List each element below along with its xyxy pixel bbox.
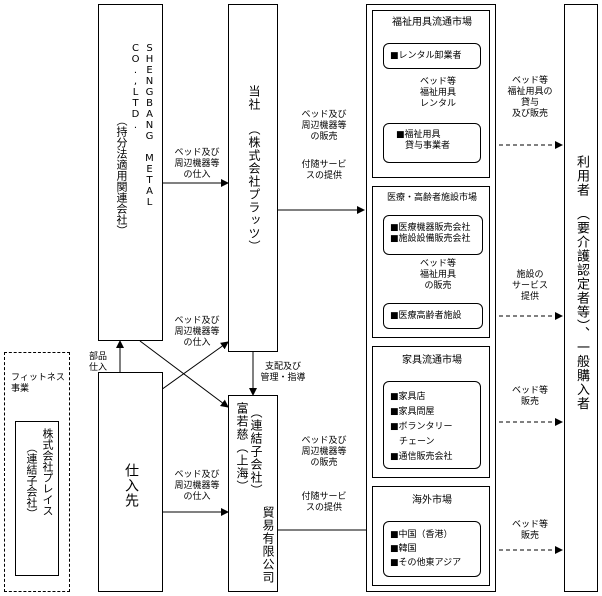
place-company-name: 株式会社プレイス: [41, 428, 54, 516]
fuju-name-line2: （連結子会社）: [249, 406, 263, 497]
overseas-market-title: 海外市場: [412, 495, 452, 506]
plats-box: 当社 （株式会社プラッツ）: [228, 4, 278, 352]
label-buy-mid: ベッド及び 周辺機器等 の仕入: [174, 316, 220, 348]
shiiresaki-box: 仕入先: [98, 372, 163, 592]
furniture-market-title: 家具流通市場: [402, 355, 462, 366]
medical-sales-label: ベッド等 福祉用具 の販売: [419, 259, 456, 291]
label-to-user-overseas: ベッド等 販売: [511, 520, 548, 541]
place-company-box: 株式会社プレイス （連結子会社）: [15, 421, 59, 576]
shengbang-box: SHENGBANG METAL CO.,LTD. （持分法適用関連会社）: [98, 4, 163, 341]
overseas-market-box: 海外市場 ■中国（香港） ■韓国 ■その他東アジア: [372, 486, 490, 586]
welfare-rental-label: ベッド等 福祉用具 レンタル: [419, 77, 456, 109]
label-service-top: 付随サービ スの提供: [301, 160, 347, 181]
users-name-line1: 利用者: [574, 155, 589, 197]
label-to-user-medical: 施設の サービス 提供: [511, 270, 548, 302]
label-service-bottom: 付随サービ スの提供: [301, 492, 347, 513]
users-name-line2: （要介護認定者等）、一般購入者: [574, 207, 589, 411]
label-buy-top: ベッド及び 周辺機器等 の仕入: [174, 148, 220, 180]
medical-sellers-box: ■医療機器販売会社 ■施設設備販売会社: [383, 215, 483, 255]
fuju-box: 富若慈（上海） （連結子会社） 貿易有限公司: [228, 395, 278, 592]
label-buy-bottom: ベッド及び 周辺機器等 の仕入: [174, 470, 220, 502]
place-company-type: （連結子会社）: [25, 442, 38, 519]
welfare-market-title: 福祉用具流通市場: [392, 17, 472, 28]
overseas-regions-box: ■中国（香港） ■韓国 ■その他東アジア: [383, 521, 481, 577]
welfare-lender-box: ■福祉用具 貸与事業者: [383, 123, 481, 163]
fitness-segment-title: フィットネス事業: [11, 373, 65, 394]
welfare-market-box: 福祉用具流通市場 ■レンタル卸業者 ベッド等 福祉用具 レンタル ■福祉用具 貸…: [372, 10, 490, 178]
shengbang-name-line1: SHENGBANG METAL: [144, 43, 155, 208]
users-box: 利用者 （要介護認定者等）、一般購入者: [564, 4, 598, 592]
label-parts: 部品 仕入: [88, 352, 107, 373]
medical-market-title: 医療・高齢者施設市場: [386, 193, 477, 203]
label-to-user-furniture: ベッド等 販売: [511, 386, 548, 407]
shengbang-name-line2: CO.,LTD.: [130, 43, 141, 131]
plats-name-line1: 当社: [247, 85, 261, 111]
shiiresaki-name: 仕入先: [123, 463, 139, 508]
fitness-segment-box: フィットネス事業 株式会社プレイス （連結子会社）: [4, 352, 70, 592]
label-sell-bottom: ベッド及び 周辺機器等 の販売: [301, 436, 347, 468]
fuju-name-line1: 富若慈（上海）: [235, 402, 249, 493]
label-sell-top: ベッド及び 周辺機器等 の販売: [301, 110, 347, 142]
furniture-market-box: 家具流通市場 ■家具店 ■家具問屋 ■ボランタリー チェーン ■通信販売会社: [372, 346, 490, 478]
furniture-shops-box: ■家具店 ■家具問屋 ■ボランタリー チェーン ■通信販売会社: [383, 381, 481, 469]
elderly-facility-box: ■医療高齢者施設: [383, 303, 483, 329]
shengbang-name-line3: （持分法適用関連会社）: [115, 115, 128, 236]
plats-name-line2: （株式会社プラッツ）: [247, 123, 261, 253]
label-to-user-welfare: ベッド等 福祉用具の 貸与 及び販売: [507, 76, 553, 119]
label-support: 支配及び 管理・指導: [260, 362, 306, 383]
rental-wholesaler-box: ■レンタル卸業者: [383, 43, 481, 69]
fuju-name-line3: 貿易有限公司: [261, 506, 275, 584]
medical-market-box: 医療・高齢者施設市場 ■医療機器販売会社 ■施設設備販売会社 ベッド等 福祉用具…: [372, 186, 490, 338]
